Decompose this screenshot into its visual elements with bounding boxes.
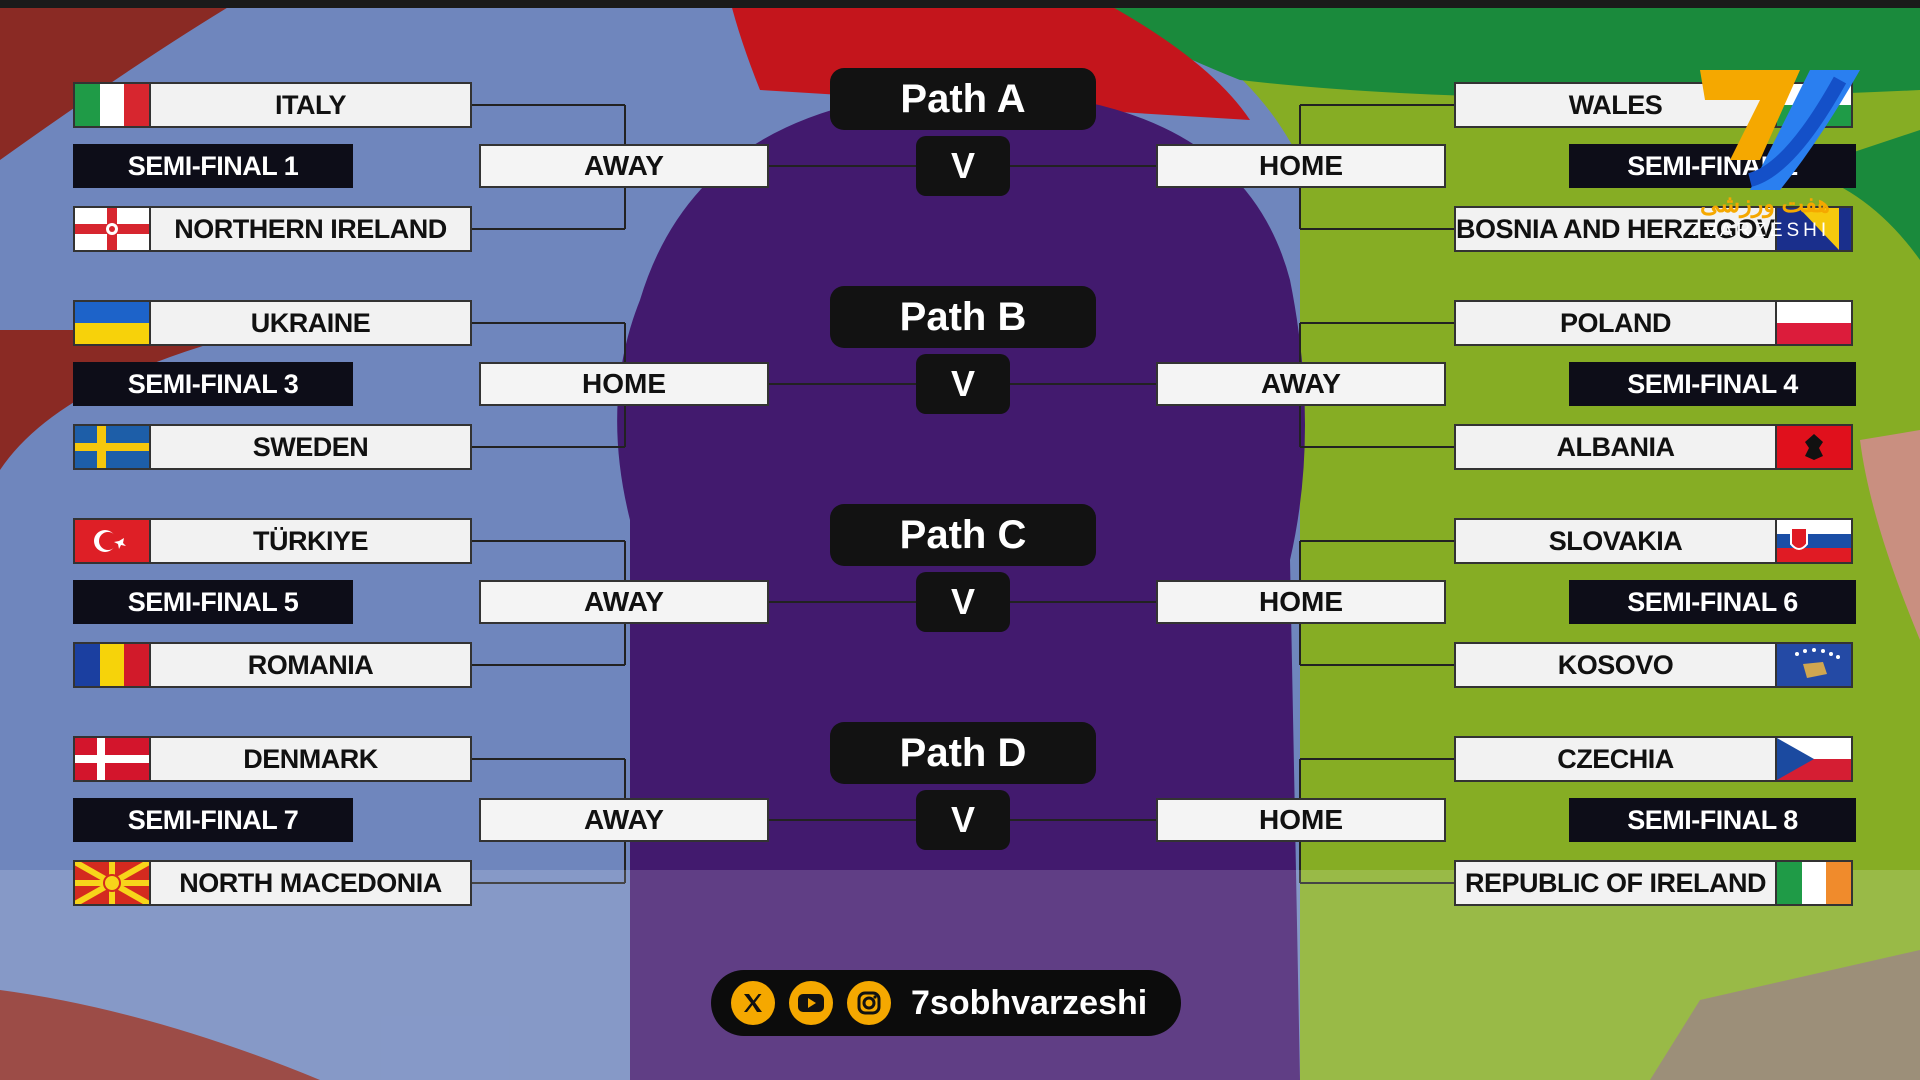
team-box-right-bottom: ALBANIA xyxy=(1454,424,1853,470)
path-title: Path C xyxy=(830,504,1096,566)
team-box-left-bottom: SWEDEN xyxy=(73,424,472,470)
social-handle[interactable]: 7sobhvarzeshi xyxy=(911,983,1148,1022)
x-icon[interactable] xyxy=(731,981,775,1025)
top-bar xyxy=(0,0,1920,8)
team-box-right-top: SLOVAKIA xyxy=(1454,518,1853,564)
poland-flag xyxy=(1775,302,1851,344)
instagram-icon[interactable] xyxy=(847,981,891,1025)
venue-label-right: HOME xyxy=(1156,798,1446,842)
semi-final-label-left: SEMI-FINAL 3 xyxy=(73,362,353,406)
team-name: ITALY xyxy=(274,89,347,120)
vs-badge: V xyxy=(916,136,1010,196)
semi-final-label-left: SEMI-FINAL 1 xyxy=(73,144,353,188)
semi-final-label-right: SEMI-FINAL 8 xyxy=(1569,798,1856,842)
watermark-text-en: 7VARZESHI xyxy=(1690,220,1831,241)
northern-ireland-flag xyxy=(75,208,151,250)
venue-label-right: AWAY xyxy=(1156,362,1446,406)
semi-final-label-right: SEMI-FINAL 6 xyxy=(1569,580,1856,624)
team-name: DENMARK xyxy=(243,743,378,774)
vs-badge: V xyxy=(916,572,1010,632)
czechia-flag xyxy=(1775,738,1851,780)
turkiye-flag xyxy=(75,520,151,562)
team-box-left-bottom: NORTHERN IRELAND xyxy=(73,206,472,252)
team-box-left-top: TÜRKIYE xyxy=(73,518,472,564)
team-box-left-top: UKRAINE xyxy=(73,300,472,346)
team-name: SWEDEN xyxy=(252,431,369,462)
team-name: NORTHERN IRELAND xyxy=(174,213,447,244)
romania-flag xyxy=(75,644,151,686)
ukraine-flag xyxy=(75,302,151,344)
venue-label-right: HOME xyxy=(1156,144,1446,188)
semi-final-label-left: SEMI-FINAL 7 xyxy=(73,798,353,842)
venue-label-left: AWAY xyxy=(479,798,769,842)
path-title: Path B xyxy=(830,286,1096,348)
team-name: TÜRKIYE xyxy=(252,525,369,556)
kosovo-flag xyxy=(1775,644,1851,686)
albania-flag xyxy=(1775,426,1851,468)
north-macedonia-flag xyxy=(75,862,151,904)
team-box-right-bottom: REPUBLIC OF IRELAND xyxy=(1454,860,1853,906)
team-box-right-top: POLAND xyxy=(1454,300,1853,346)
youtube-icon[interactable] xyxy=(789,981,833,1025)
team-box-right-bottom: KOSOVO xyxy=(1454,642,1853,688)
team-name: POLAND xyxy=(1560,307,1672,338)
team-box-left-bottom: NORTH MACEDONIA xyxy=(73,860,472,906)
venue-label-left: AWAY xyxy=(479,144,769,188)
team-name: ALBANIA xyxy=(1556,431,1676,462)
venue-label-left: HOME xyxy=(479,362,769,406)
semi-final-label-left: SEMI-FINAL 5 xyxy=(73,580,353,624)
team-name: WALES xyxy=(1568,89,1663,120)
watermark-logo xyxy=(1700,70,1860,190)
semi-final-label-right: SEMI-FINAL 4 xyxy=(1569,362,1856,406)
path-title: Path A xyxy=(830,68,1096,130)
watermark-text-fa: هفت ورزشی xyxy=(1700,191,1830,218)
italy-flag xyxy=(75,84,151,126)
vs-badge: V xyxy=(916,790,1010,850)
ireland-flag xyxy=(1775,862,1851,904)
sweden-flag xyxy=(75,426,151,468)
path-title: Path D xyxy=(830,722,1096,784)
venue-label-left: AWAY xyxy=(479,580,769,624)
team-name: UKRAINE xyxy=(250,307,371,338)
bosnia-flag xyxy=(1775,208,1851,250)
venue-label-right: HOME xyxy=(1156,580,1446,624)
vs-badge: V xyxy=(916,354,1010,414)
team-name: SLOVAKIA xyxy=(1548,525,1683,556)
team-name: NORTH MACEDONIA xyxy=(179,867,442,898)
denmark-flag xyxy=(75,738,151,780)
team-box-left-top: ITALY xyxy=(73,82,472,128)
semi-final-label-right: SEMI-FINAL 2 xyxy=(1569,144,1856,188)
team-name: BOSNIA AND HERZEGOVINA xyxy=(1456,213,1775,244)
team-box-left-bottom: ROMANIA xyxy=(73,642,472,688)
team-name: KOSOVO xyxy=(1557,649,1674,680)
team-name: ROMANIA xyxy=(247,649,374,680)
team-name: CZECHIA xyxy=(1557,743,1674,774)
team-box-right-bottom: BOSNIA AND HERZEGOVINA xyxy=(1454,206,1853,252)
team-box-left-top: DENMARK xyxy=(73,736,472,782)
social-bar: 7sobhvarzeshi xyxy=(711,970,1181,1036)
team-box-right-top: CZECHIA xyxy=(1454,736,1853,782)
slovakia-flag xyxy=(1775,520,1851,562)
team-name: REPUBLIC OF IRELAND xyxy=(1465,867,1767,898)
